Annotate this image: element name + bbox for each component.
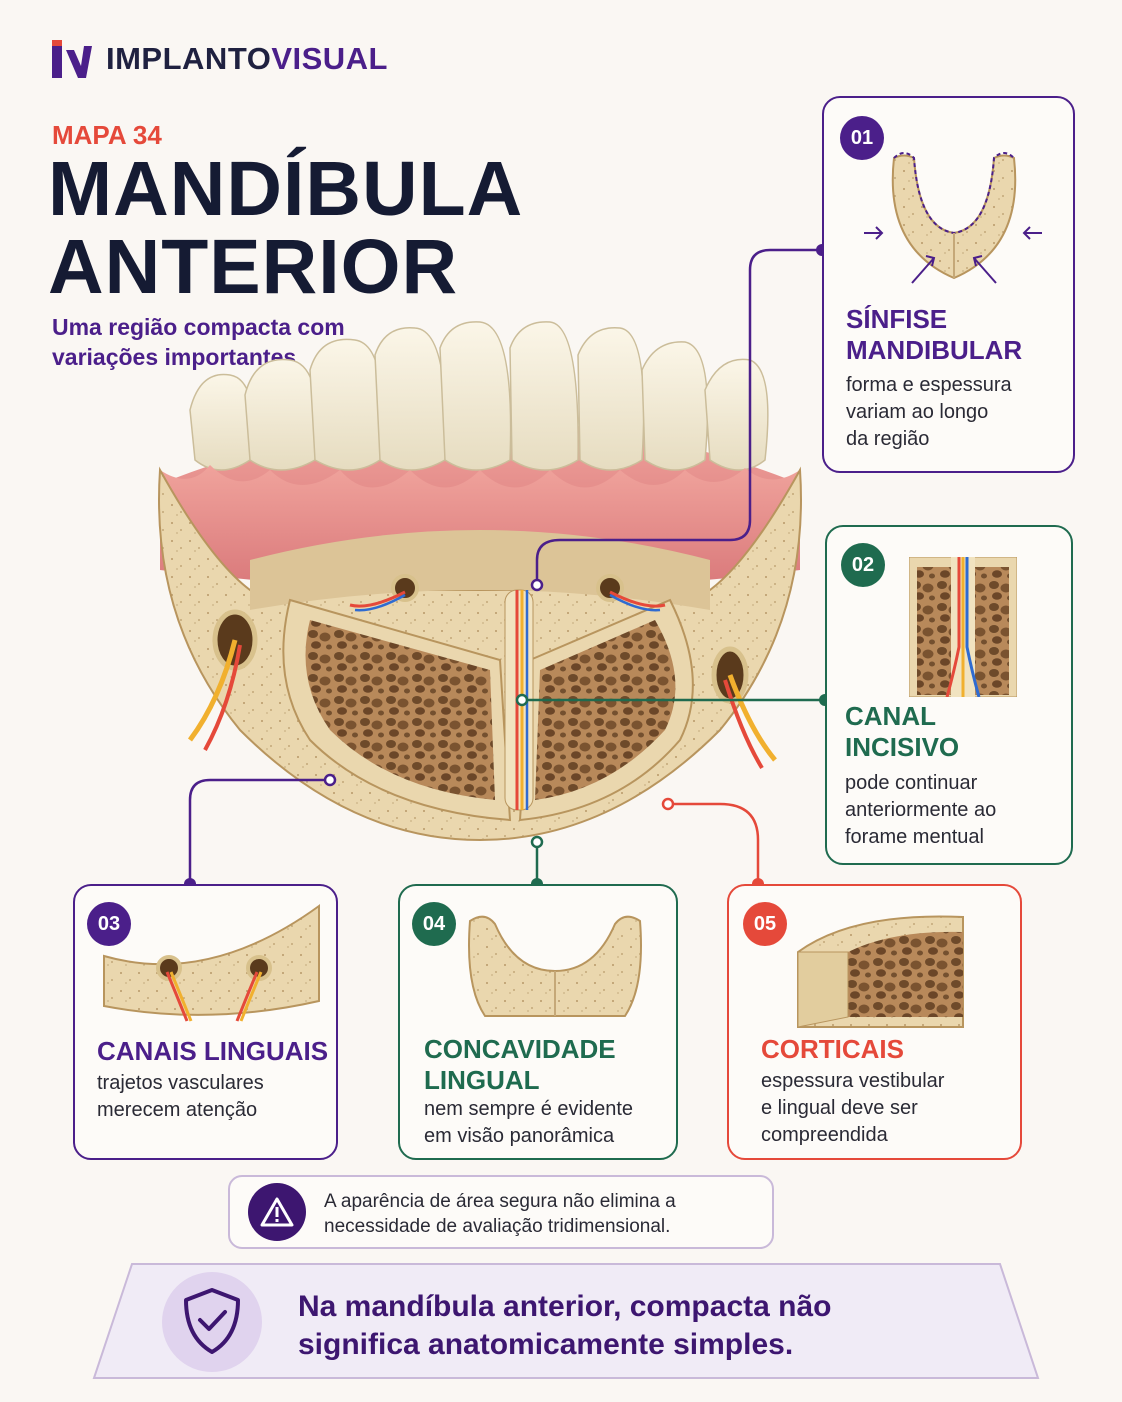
card-05-desc-line-2: e lingual deve ser: [761, 1097, 918, 1119]
brand-part2: VISUAL: [271, 41, 388, 76]
lingual-canals-icon: [103, 904, 320, 1022]
warning-triangle-icon: [248, 1183, 306, 1241]
warning-text: A aparência de área segura não elimina a…: [324, 1191, 676, 1237]
card-04-title-line-1: CONCAVIDADE: [424, 1034, 616, 1064]
card-canal-incisivo: 02 CANAL INCISIVO pode continuar anterio…: [825, 525, 1073, 865]
conclusion-line-2: significa anatomicamente simples.: [298, 1328, 794, 1361]
card-03-desc-line-1: trajetos vasculares: [97, 1072, 264, 1094]
card-02-badge: 02: [841, 543, 885, 587]
card-01-badge: 01: [840, 116, 884, 160]
card-05-desc-line-1: espessura vestibular: [761, 1070, 945, 1092]
card-05-title: CORTICAIS: [761, 1034, 904, 1064]
card-01-title: SÍNFISE MANDIBULAR: [846, 304, 1022, 366]
card-05-badge: 05: [743, 902, 787, 946]
card-04-title: CONCAVIDADE LINGUAL: [424, 1034, 616, 1096]
lingual-concavity-icon: [468, 915, 642, 1017]
card-canais-linguais: 03 CANAIS LINGUAIS trajetos vasculares m…: [73, 884, 338, 1160]
card-04-desc-line-1: nem sempre é evidente: [424, 1098, 634, 1120]
teeth-row: [189, 321, 769, 471]
page-title: MANDÍBULA ANTERIOR: [48, 150, 523, 306]
card-03-desc-line-2: merecem atenção: [97, 1099, 258, 1121]
map-number: MAPA 34: [52, 120, 162, 150]
card-04-desc: nem sempre é evidente em visão panorâmic…: [424, 1096, 633, 1150]
symphysis-icon: [864, 152, 1042, 284]
title-line-1: MANDÍBULA: [48, 146, 524, 232]
card-03-desc: trajetos vasculares merecem atenção: [97, 1070, 264, 1124]
card-concavidade-lingual: 04 CONCAVIDADE LINGUAL nem sempre é evid…: [398, 884, 678, 1160]
card-02-desc-line-2: anteriormente ao: [845, 799, 997, 821]
card-03-badge: 03: [87, 902, 131, 946]
mandible-illustration: [158, 321, 802, 842]
brand-part1: IMPLANTO: [106, 41, 272, 76]
conclusion-text: Na mandíbula anterior, compacta não sign…: [298, 1288, 978, 1364]
conclusion-line-1: Na mandíbula anterior, compacta não: [298, 1290, 832, 1323]
brand-mark-icon: [52, 40, 92, 78]
incisive-canal-icon: [909, 557, 1017, 697]
card-05-desc-line-3: compreendida: [761, 1124, 888, 1146]
card-01-desc-line-1: forma e espessura: [846, 374, 1012, 396]
card-05-desc: espessura vestibular e lingual deve ser …: [761, 1068, 944, 1149]
card-02-title-line-2: INCISIVO: [845, 732, 960, 762]
card-01-title-line-1: SÍNFISE: [846, 304, 948, 334]
card-01-desc: forma e espessura variam ao longo da reg…: [846, 372, 1012, 453]
card-02-desc-line-1: pode continuar: [845, 772, 978, 794]
card-01-desc-line-3: da região: [846, 428, 930, 450]
brand-name: IMPLANTOVISUAL: [106, 41, 388, 77]
card-sinfise-mandibular: 01 SÍNFISE MANDIBULAR forma e espessura …: [822, 96, 1075, 473]
card-corticais: 05 CORTICAIS espessura vestibular e ling…: [727, 884, 1022, 1160]
card-04-badge: 04: [412, 902, 456, 946]
warning-box: A aparência de área segura não elimina a…: [228, 1175, 774, 1249]
card-02-desc-line-3: forame mentual: [845, 826, 984, 848]
card-02-title-line-1: CANAL: [845, 701, 936, 731]
shield-check-icon: [162, 1272, 262, 1372]
brand-logo: IMPLANTOVISUAL: [48, 36, 388, 82]
card-02-title: CANAL INCISIVO: [845, 701, 959, 763]
card-01-desc-line-2: variam ao longo: [846, 401, 989, 423]
card-03-title: CANAIS LINGUAIS: [97, 1036, 329, 1066]
card-01-title-line-2: MANDIBULAR: [846, 335, 1023, 365]
card-04-desc-line-2: em visão panorâmica: [424, 1125, 615, 1147]
card-02-desc: pode continuar anteriormente ao forame m…: [845, 770, 996, 851]
subtitle: Uma região compacta com variações import…: [52, 314, 345, 370]
card-04-title-line-2: LINGUAL: [424, 1065, 540, 1095]
conclusion-banner: [92, 1263, 1040, 1379]
title-line-2: ANTERIOR: [48, 224, 459, 310]
cortical-bone-icon: [797, 915, 964, 1028]
